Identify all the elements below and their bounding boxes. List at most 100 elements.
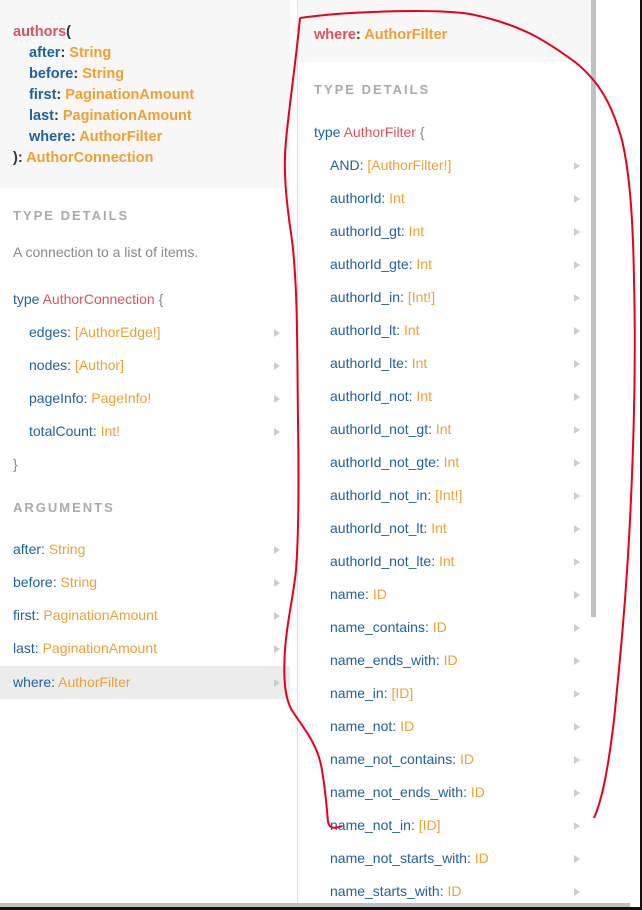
type-link[interactable]: Int: [435, 421, 452, 437]
horizontal-scrollbar[interactable]: [0, 903, 630, 907]
type-link[interactable]: [AuthorFilter!]: [367, 157, 452, 173]
argument-row-before[interactable]: before: String: [0, 566, 290, 599]
argument-row-first[interactable]: first: PaginationAmount: [0, 599, 290, 632]
left-doc-panel: authors( after: String before: String fi…: [0, 0, 290, 910]
filter-field-row[interactable]: authorId_not_lte: Int: [298, 545, 592, 578]
field-name: name_not: [330, 718, 393, 734]
type-link[interactable]: PaginationAmount: [62, 108, 192, 124]
type-link[interactable]: ID: [400, 718, 415, 734]
type-link[interactable]: Int: [403, 322, 420, 338]
expand-arrow-icon: [274, 546, 280, 554]
filter-field-row[interactable]: authorId_lte: Int: [298, 347, 592, 380]
filter-field-row[interactable]: name_ends_with: ID: [298, 644, 592, 677]
expand-arrow-icon: [274, 395, 280, 403]
type-field-row[interactable]: nodes: [Author]: [0, 349, 290, 382]
filter-field-row[interactable]: authorId_not_lt: Int: [298, 512, 592, 545]
type-details-title: TYPE DETAILS: [13, 208, 130, 223]
argument-row-after[interactable]: after: String: [0, 533, 290, 566]
field-signature: authors( after: String before: String fi…: [13, 22, 277, 169]
field-name: name_not_in: [330, 817, 411, 833]
type-description: A connection to a list of items.: [13, 244, 199, 260]
filter-field-row[interactable]: authorId: Int: [298, 182, 592, 215]
return-type-link[interactable]: AuthorConnection: [26, 150, 154, 166]
field-name: authorId_in: [330, 289, 401, 305]
type-field-row[interactable]: edges: [AuthorEdge!]: [0, 316, 290, 349]
type-link[interactable]: Int: [411, 355, 428, 371]
filter-field-row[interactable]: authorId_not_gt: Int: [298, 413, 592, 446]
type-link[interactable]: ID: [447, 883, 462, 899]
type-link[interactable]: Int: [438, 553, 455, 569]
type-declaration: type AuthorConnection {: [13, 291, 164, 307]
type-link[interactable]: ID: [459, 751, 474, 767]
argument-row-last[interactable]: last: PaginationAmount: [0, 632, 290, 665]
type-field-row[interactable]: pageInfo: PageInfo!: [0, 382, 290, 415]
type-link[interactable]: [ID]: [391, 685, 414, 701]
type-link[interactable]: ID: [372, 586, 387, 602]
field-name: authorId_not: [330, 388, 409, 404]
type-link[interactable]: ID: [443, 652, 458, 668]
type-field-row[interactable]: totalCount: Int!: [0, 415, 290, 448]
expand-arrow-icon: [574, 492, 580, 500]
type-link[interactable]: Int: [408, 223, 425, 239]
filter-field-row[interactable]: name_not: ID: [298, 710, 592, 743]
filter-field-row[interactable]: authorId_in: [Int!]: [298, 281, 592, 314]
type-link[interactable]: Int: [416, 388, 432, 404]
filter-field-row[interactable]: authorId_lt: Int: [298, 314, 592, 347]
expand-arrow-icon: [574, 459, 580, 467]
type-link[interactable]: String: [69, 45, 112, 61]
filter-field-row[interactable]: name_not_in: [ID]: [298, 809, 592, 842]
filter-field-row[interactable]: name_contains: ID: [298, 611, 592, 644]
expand-arrow-icon: [574, 723, 580, 731]
type-details-title: TYPE DETAILS: [314, 82, 431, 97]
field-name: authorId_gt: [330, 223, 401, 239]
expand-arrow-icon: [574, 261, 580, 269]
field-name: authors: [13, 24, 67, 40]
type-link[interactable]: Int: [389, 190, 405, 206]
vertical-scrollbar[interactable]: [591, 0, 596, 617]
expand-arrow-icon: [274, 329, 280, 337]
field-name: authorId_not_in: [330, 487, 428, 503]
field-name: name: [330, 586, 366, 602]
filter-field-row[interactable]: authorId_gte: Int: [298, 248, 592, 281]
type-link[interactable]: [Int!]: [407, 289, 436, 305]
type-link[interactable]: ID: [432, 619, 447, 635]
filter-field-row[interactable]: name: ID: [298, 578, 592, 611]
expand-arrow-icon: [574, 690, 580, 698]
right-doc-panel: where: AuthorFilter TYPE DETAILS type Au…: [298, 0, 592, 910]
field-name: name_not_contains: [330, 751, 453, 767]
expand-arrow-icon: [574, 855, 580, 863]
filter-field-row[interactable]: name_not_contains: ID: [298, 743, 592, 776]
type-link[interactable]: String: [82, 66, 125, 82]
filter-field-row[interactable]: name_not_starts_with: ID: [298, 842, 592, 875]
filter-field-row[interactable]: authorId_not_in: [Int!]: [298, 479, 592, 512]
type-link[interactable]: AuthorFilter: [79, 129, 163, 145]
argument-row-where[interactable]: where: AuthorFilter: [0, 666, 290, 699]
type-declaration: type AuthorFilter {: [314, 124, 425, 140]
expand-arrow-icon: [574, 393, 580, 401]
type-link[interactable]: Int: [443, 454, 460, 470]
type-link[interactable]: [ID]: [418, 817, 441, 833]
expand-arrow-icon: [274, 645, 280, 653]
filter-field-row[interactable]: name_starts_with: ID: [298, 875, 592, 908]
expand-arrow-icon: [574, 162, 580, 170]
field-name: authorId_lt: [330, 322, 397, 338]
filter-field-row[interactable]: authorId_not_gte: Int: [298, 446, 592, 479]
expand-arrow-icon: [574, 360, 580, 368]
type-link[interactable]: AuthorFilter: [364, 27, 448, 43]
type-link[interactable]: ID: [474, 850, 489, 866]
expand-arrow-icon: [274, 428, 280, 436]
type-link[interactable]: Int: [416, 256, 432, 272]
type-link[interactable]: [Int!]: [435, 487, 463, 503]
filter-field-row[interactable]: name_not_ends_with: ID: [298, 776, 592, 809]
field-name: name_in: [330, 685, 384, 701]
field-name: authorId_gte: [330, 256, 409, 272]
filter-field-row[interactable]: authorId_not: Int: [298, 380, 592, 413]
expand-arrow-icon: [574, 657, 580, 665]
type-name: AuthorConnection: [42, 291, 155, 307]
filter-field-row[interactable]: authorId_gt: Int: [298, 215, 592, 248]
filter-field-row[interactable]: AND: [AuthorFilter!]: [298, 149, 592, 182]
type-link[interactable]: PaginationAmount: [65, 87, 195, 103]
type-link[interactable]: Int: [431, 520, 447, 536]
filter-field-row[interactable]: name_in: [ID]: [298, 677, 592, 710]
type-link[interactable]: ID: [470, 784, 485, 800]
